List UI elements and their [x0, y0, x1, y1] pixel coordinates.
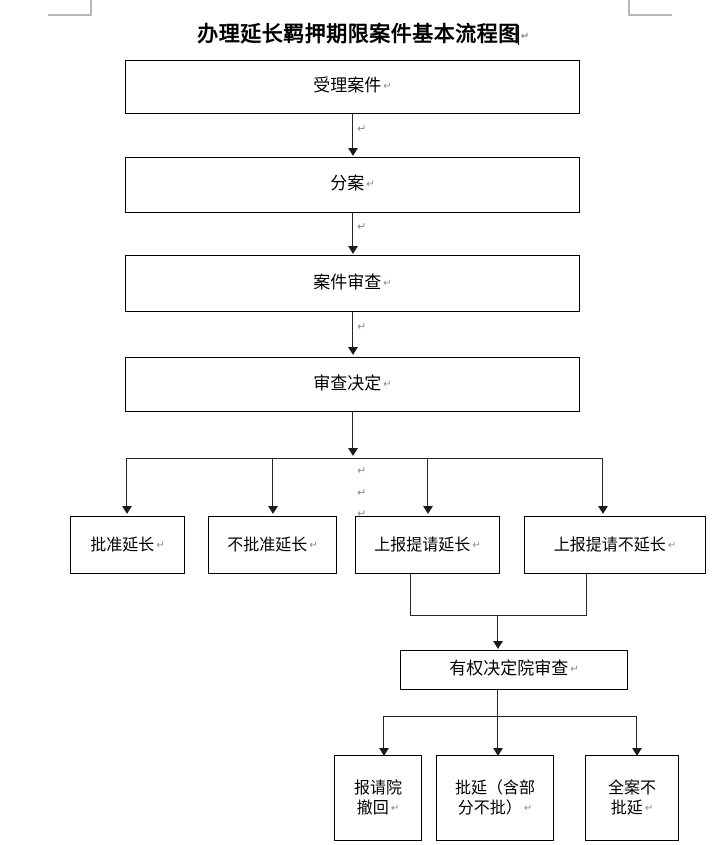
paragraph-mark: ↵	[667, 540, 677, 551]
node-review-decision-label: 审查决定↵	[313, 373, 392, 394]
text-cursor	[517, 25, 519, 45]
connector-report-extension-down	[410, 574, 412, 616]
paragraph-mark: ↵	[570, 664, 579, 676]
connector-bus-to-report-no-extension	[602, 458, 604, 509]
node-report-request-no-extension-label: 上报提请不延长↵	[553, 535, 677, 554]
node-authorized-court-review[interactable]: 有权决定院审查↵	[400, 650, 628, 690]
connector-bus-to-request-withdraw	[383, 716, 385, 756]
connector-accept-to-assign	[352, 114, 354, 150]
node-accept-case[interactable]: 受理案件↵	[125, 60, 580, 114]
paragraph-mark: ↵	[520, 31, 530, 42]
arrowhead-accept-to-assign	[348, 148, 358, 156]
node-disapprove-extension-label: 不批准延长↵	[227, 535, 318, 554]
paragraph-mark: ↵	[357, 486, 367, 499]
paragraph-mark: ↵	[390, 803, 400, 814]
merge-bus-horizontal	[410, 615, 587, 617]
paragraph-mark: ↵	[156, 540, 165, 551]
node-report-request-no-extension[interactable]: 上报提请不延长↵	[524, 516, 706, 574]
paragraph-mark: ↵	[357, 464, 367, 477]
arrowhead-bus-to-disapprove	[268, 506, 278, 514]
arrowhead-merge-to-authorized-review	[493, 641, 503, 649]
paragraph-mark: ↵	[523, 803, 533, 814]
connector-bus-to-report-extension	[427, 458, 429, 509]
branch-bus-horizontal	[126, 458, 603, 460]
page-title: 办理延长羁押期限案件基本流程图↵	[0, 18, 727, 48]
node-whole-case-denied-line2: 批延↵	[610, 798, 654, 817]
node-report-request-extension-label: 上报提请延长↵	[374, 535, 481, 554]
connector-review-to-decision	[352, 312, 354, 348]
arrowhead-decision-to-bus	[348, 448, 358, 456]
connector-assign-to-review	[352, 213, 354, 247]
node-approve-partial[interactable]: 批延（含部 分不批）↵	[436, 755, 554, 841]
node-request-withdraw[interactable]: 报请院 撤回↵	[334, 755, 422, 841]
page-margin-corner-top-left	[48, 0, 92, 16]
node-whole-case-denied-line1: 全案不	[607, 778, 656, 797]
node-review-decision[interactable]: 审查决定↵	[125, 357, 580, 412]
paragraph-mark: ↵	[357, 122, 367, 135]
node-assign-case[interactable]: 分案↵	[125, 157, 580, 213]
arrowhead-review-to-decision	[348, 347, 358, 355]
node-approve-extension[interactable]: 批准延长↵	[70, 516, 185, 574]
paragraph-mark: ↵	[383, 378, 392, 390]
node-authorized-court-review-label: 有权决定院审查↵	[449, 659, 579, 680]
arrowhead-authorized-to-approve-partial	[493, 748, 503, 756]
paragraph-mark: ↵	[472, 540, 481, 551]
connector-bus-to-whole-case-denied	[636, 716, 638, 756]
paragraph-mark: ↵	[644, 803, 654, 814]
connector-authorized-review-down	[497, 690, 499, 756]
node-whole-case-denied[interactable]: 全案不 批延↵	[585, 755, 679, 841]
node-report-request-extension[interactable]: 上报提请延长↵	[355, 516, 500, 574]
node-request-withdraw-line2: 撤回↵	[356, 798, 400, 817]
connector-bus-to-disapprove	[272, 458, 274, 509]
arrowhead-bus-to-request-withdraw	[379, 748, 389, 756]
page-title-text: 办理延长羁押期限案件基本流程图	[197, 21, 520, 46]
node-assign-case-label: 分案↵	[330, 174, 375, 195]
node-approve-partial-line2: 分不批）↵	[457, 798, 533, 817]
connector-bus-to-approve	[126, 458, 128, 509]
paragraph-mark: ↵	[357, 320, 367, 333]
paragraph-mark: ↵	[383, 277, 392, 289]
node-accept-case-label: 受理案件↵	[313, 76, 392, 97]
paragraph-mark: ↵	[309, 540, 318, 551]
paragraph-mark: ↵	[357, 220, 367, 233]
node-approve-extension-label: 批准延长↵	[90, 535, 165, 554]
arrowhead-bus-to-report-extension	[423, 506, 433, 514]
connector-decision-to-bus	[352, 412, 354, 449]
bottom-bus-horizontal	[383, 716, 637, 718]
arrowhead-bus-to-report-no-extension	[598, 506, 608, 514]
arrowhead-bus-to-approve	[122, 506, 132, 514]
node-case-review-label: 案件审查↵	[313, 272, 392, 293]
node-approve-partial-line1: 批延（含部	[454, 778, 535, 797]
page-margin-corner-top-right	[628, 0, 672, 16]
paragraph-mark: ↵	[357, 507, 367, 520]
paragraph-mark: ↵	[383, 81, 392, 93]
node-case-review[interactable]: 案件审查↵	[125, 255, 580, 312]
node-disapprove-extension[interactable]: 不批准延长↵	[208, 516, 337, 574]
paragraph-mark: ↵	[366, 179, 375, 191]
connector-report-no-extension-down	[586, 574, 588, 616]
arrowhead-bus-to-whole-case-denied	[632, 748, 642, 756]
arrowhead-assign-to-review	[348, 246, 358, 254]
connector-merge-to-authorized-review	[497, 615, 499, 643]
node-request-withdraw-line1: 报请院	[353, 778, 402, 797]
